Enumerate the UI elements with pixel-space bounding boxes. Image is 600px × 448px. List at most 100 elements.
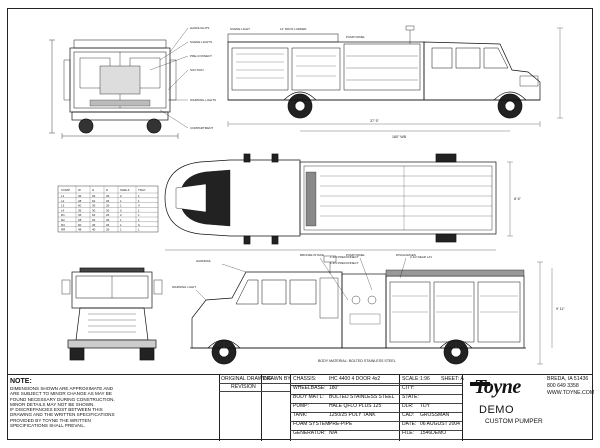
note-heading: NOTE:	[10, 378, 32, 385]
table-header: COMP	[61, 188, 70, 192]
callouts-side2: HANDRAIL WARNING LIGHT BRONZE INTAKE PUM…	[172, 253, 416, 289]
table-cell: 26	[106, 194, 110, 198]
callout-plan-1: 1-3/4 PRECONNECT	[330, 261, 359, 265]
drawn-by-label: DRAWN BY	[263, 376, 291, 382]
callout-side2-4: DISCHARGES	[396, 253, 416, 257]
info-value: 1546DEMO	[420, 430, 447, 436]
drawing-title: DEMO	[479, 404, 514, 416]
dim-side-bottom: 180" WB	[392, 135, 407, 139]
table-cell: 36	[78, 208, 82, 212]
callout-rear-1: SCENE LIGHTS	[190, 40, 212, 44]
table-cell: 26	[106, 204, 110, 208]
table-cell: 62	[92, 213, 96, 217]
spec-key: PUMP:	[293, 403, 309, 409]
table-cell: R3	[61, 223, 65, 227]
table-cell: 0	[120, 208, 122, 212]
note-line: DRAWING AND THE WRITTEN SPECIFICATIONS	[10, 412, 115, 418]
callout-side1-0: SCENE LIGHT	[230, 27, 250, 31]
table-cell: 62	[92, 194, 96, 198]
table-cell: L2	[61, 199, 65, 203]
dim-plan-width: 8' 6"	[514, 197, 522, 201]
callout-rear-4: WARNING LIGHTS	[190, 98, 216, 102]
truck-drawing: HANDLIGHTS SCENE LIGHTS PRE-CONNECT SUCT…	[49, 25, 565, 365]
table-cell: R2	[61, 218, 65, 222]
drawing-subtitle: CUSTOM PUMPER	[485, 418, 543, 425]
dimension-labels: 37' 5" 180" WB 8' 6" BODY MATERIAL: BOLT…	[318, 119, 565, 363]
note-line: PROVIDED BY TOYNE THE WRITTEN	[10, 417, 91, 423]
callout-side1-1: 12' ROOF LADDER	[280, 27, 307, 31]
table-cell: 26	[106, 218, 110, 222]
spec-key: TANK:	[293, 412, 308, 418]
callouts-plan: 1-3/4 PRECONNECT 1-3/4 PRECONNECT 2-1/2 …	[330, 255, 432, 265]
spec-value: 1250/25 POLY TANK	[329, 412, 376, 418]
table-header: TRAY	[138, 188, 146, 192]
sheet-label: SHEET: A	[441, 376, 464, 382]
info-value: 1:96	[420, 376, 430, 382]
table-cell: 26	[106, 213, 110, 217]
side-view-bottom	[190, 255, 553, 365]
table-cell: 1	[138, 218, 140, 222]
table-cell: R1	[61, 213, 65, 217]
info-key: FILE:	[402, 430, 414, 436]
table-cell: 26	[106, 199, 110, 203]
callout-rear-2: PRE-CONNECT	[190, 54, 212, 58]
callout-side2-3: PUMP PANEL	[346, 253, 365, 257]
table-cell: 2	[120, 194, 122, 198]
info-key: STATE:	[402, 394, 419, 400]
rear-view	[49, 39, 179, 139]
table-cell: 60	[78, 223, 82, 227]
callout-rear-5: COMPARTMENT	[190, 126, 213, 130]
spec-key: FOAM SYSTEM:	[293, 421, 331, 427]
table-cell: 26	[106, 208, 110, 212]
table-cell: 62	[92, 218, 96, 222]
logo-mark	[470, 382, 490, 386]
spec-key: BODY MAT'L:	[293, 394, 324, 400]
table-cell: RR	[61, 228, 66, 232]
callouts-side1: SCENE LIGHT 12' ROOF LADDER PUMP PANEL	[230, 27, 365, 39]
callout-rear-3: SUCTION	[190, 68, 204, 72]
note-line: DIMENSIONS SHOWN ARE APPROXIMATE AND	[10, 386, 114, 391]
callout-side2-0: HANDRAIL	[196, 259, 212, 263]
table-cell: 2	[120, 213, 122, 217]
info-value: 06 AUGUST 2004	[420, 421, 460, 427]
table-cell: 1	[120, 204, 122, 208]
table-cell: L3	[61, 204, 65, 208]
callout-plan-0: 1-3/4 PRECONNECT	[330, 255, 359, 259]
address-phone: 800 649 3358	[547, 383, 579, 389]
table-cell: 1	[138, 228, 140, 232]
table-cell: L4	[61, 208, 65, 212]
address-web: WWW.TOYNE.COM	[547, 390, 595, 396]
table-cell: 1	[120, 223, 122, 227]
table-cell: 1	[138, 199, 140, 203]
table-cell: 0	[138, 223, 140, 227]
info-value: GROSSMAN	[420, 412, 450, 418]
info-key: DATE:	[402, 421, 417, 427]
table-cell: 48	[78, 228, 82, 232]
table-header: H	[92, 188, 94, 192]
title-block: NOTE: DIMENSIONS SHOWN ARE APPROXIMATE A…	[7, 374, 595, 441]
table-cell: 26	[106, 223, 110, 227]
table-cell: 36	[78, 194, 82, 198]
spec-value: PRE-PIPE	[329, 421, 353, 427]
dim-side2-height: 9' 11"	[556, 307, 565, 311]
table-cell: 1	[138, 213, 140, 217]
callout-rear-0: HANDLIGHTS	[190, 26, 209, 30]
info-key: CAD:	[402, 412, 414, 418]
dim-side-top: 37' 5"	[370, 119, 380, 123]
table-cell: 40	[92, 228, 96, 232]
spec-value: HALE QFLO PLUS 125	[329, 403, 382, 409]
table-cell: 1	[120, 218, 122, 222]
table-cell: 1	[120, 199, 122, 203]
front-view	[61, 267, 163, 361]
note-block: NOTE: DIMENSIONS SHOWN ARE APPROXIMATE A…	[10, 378, 215, 428]
table-cell: 0	[138, 204, 140, 208]
dim-side2-body: BODY MATERIAL: BOLTED STAINLESS STEEL	[318, 359, 396, 363]
table-cell: 36	[78, 213, 82, 217]
table-header: W	[78, 188, 81, 192]
note-line: SPECIFICATIONS SHALL PREVAIL.	[10, 423, 86, 429]
table-header: SHELF	[120, 188, 130, 192]
callout-side2-1: WARNING LIGHT	[172, 285, 196, 289]
info-key: DLR:	[402, 403, 414, 409]
revision-label: REVISION	[231, 384, 256, 390]
